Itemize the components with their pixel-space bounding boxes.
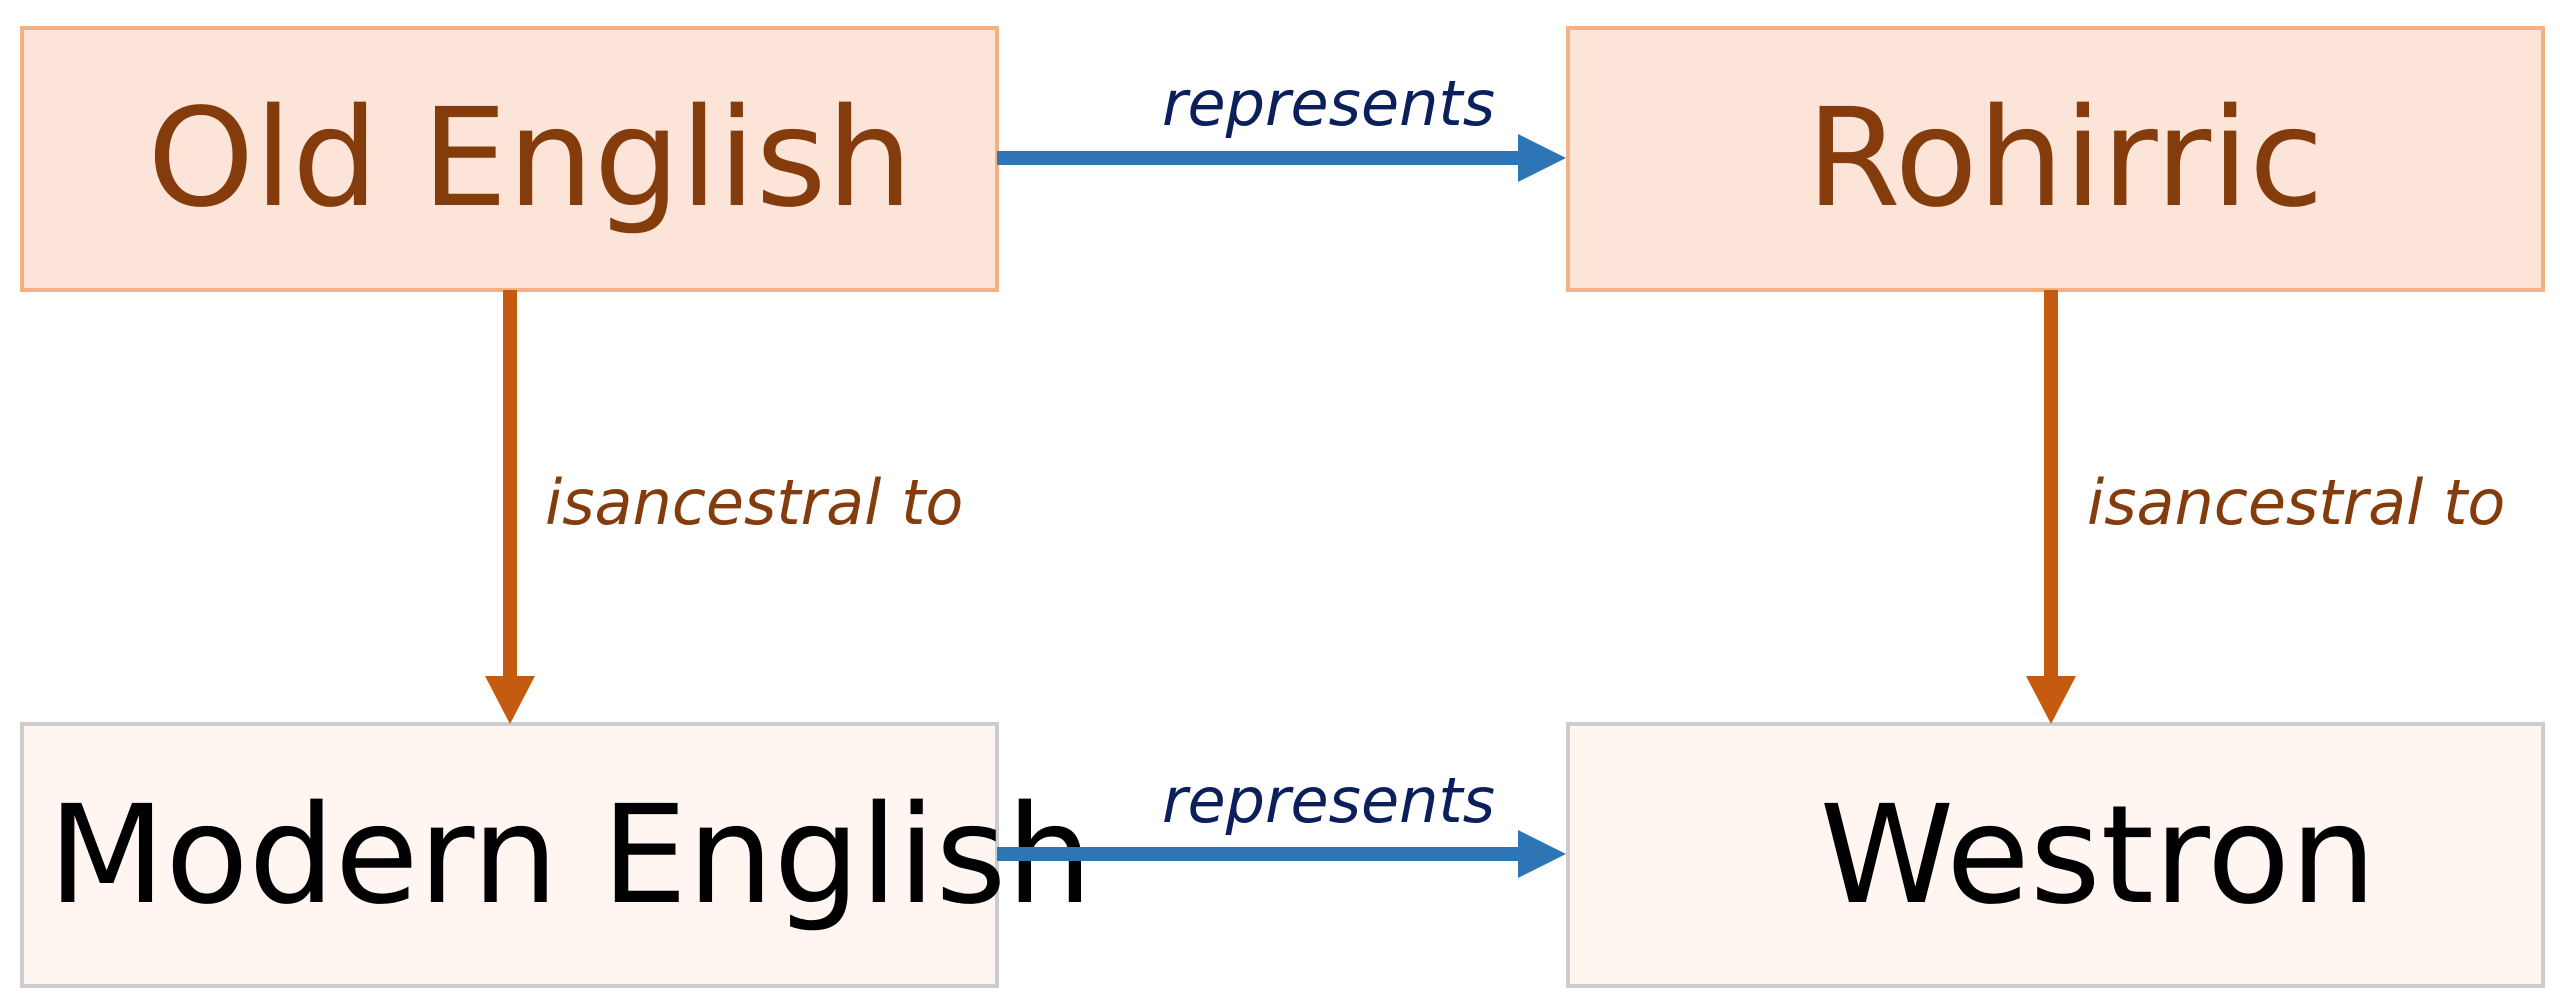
edge-left-ancestral: isancestral to — [485, 290, 963, 724]
edge-top-represents: represents — [997, 67, 1566, 182]
edge-top-represents-arrowhead — [1518, 134, 1566, 182]
edge-bottom-represents: represents — [997, 764, 1566, 878]
node-old-english-label: Old English — [147, 80, 912, 238]
node-modern-english-label: Modern English — [48, 777, 1093, 935]
node-modern-english-box — [20, 722, 999, 988]
edge-right-ancestral: isancestral to — [2026, 290, 2505, 724]
node-westron-box — [1566, 722, 2545, 988]
edge-bottom-represents-label: represents — [1162, 764, 1495, 837]
edge-right-ancestral-arrowhead — [2026, 676, 2076, 724]
node-rohirric-box — [1566, 26, 2545, 292]
edge-right-ancestral-label: isancestral to — [2087, 466, 2505, 539]
edge-top-represents-label: represents — [1162, 67, 1495, 140]
node-old-english-box — [20, 26, 999, 292]
node-rohirric-label: Rohirric — [1806, 80, 2324, 238]
node-old-english: Old English — [20, 26, 999, 292]
edge-bottom-represents-arrowhead — [1518, 830, 1566, 878]
node-rohirric: Rohirric — [1566, 26, 2545, 292]
edge-left-ancestral-arrowhead — [485, 676, 535, 724]
node-modern-english: Modern English — [20, 722, 1093, 988]
node-westron-label: Westron — [1820, 777, 2377, 935]
edge-left-ancestral-label: isancestral to — [545, 466, 963, 539]
node-westron: Westron — [1566, 722, 2545, 988]
